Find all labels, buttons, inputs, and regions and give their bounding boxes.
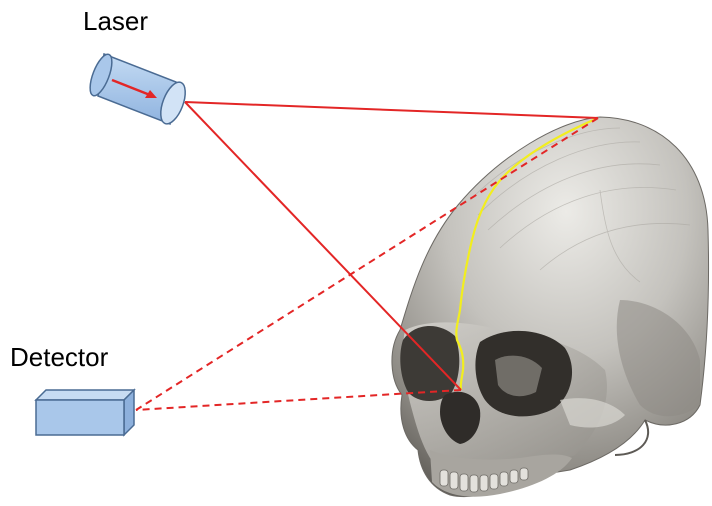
laser-label: Laser: [83, 8, 148, 34]
skull-image: [392, 117, 709, 497]
emitted-beam-bottom: [185, 102, 461, 390]
laser-cylinder-icon: [86, 52, 191, 128]
emitted-beam-top: [185, 102, 598, 118]
detector-box-icon: [36, 390, 134, 435]
detector-label: Detector: [10, 344, 108, 370]
